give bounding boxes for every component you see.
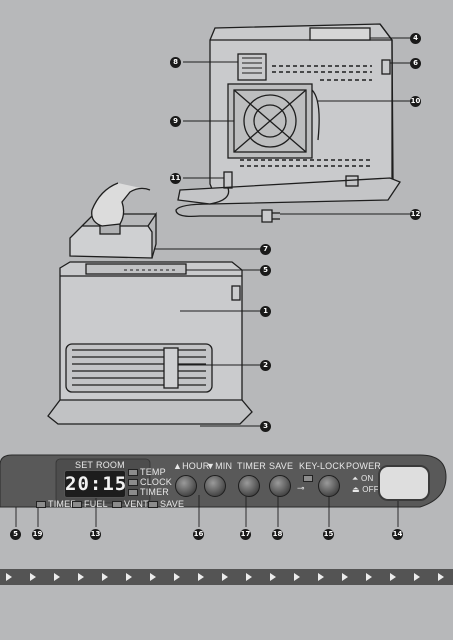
arrow-right-icon bbox=[198, 573, 204, 581]
arrow-right-icon bbox=[222, 573, 228, 581]
led-clock bbox=[128, 479, 138, 487]
mode-clock: CLOCK bbox=[128, 477, 172, 487]
lcd-display: 20:15 bbox=[64, 470, 126, 498]
arrow-right-icon bbox=[294, 573, 300, 581]
arrow-right-icon bbox=[342, 573, 348, 581]
arrow-right-icon bbox=[438, 573, 444, 581]
fuel-tank bbox=[69, 182, 157, 259]
arrow-right-icon bbox=[270, 573, 276, 581]
arrow-strip bbox=[0, 569, 453, 585]
led-temp bbox=[128, 469, 138, 477]
callout-5-top: 5 bbox=[260, 265, 271, 276]
indicator-fuel: FUEL bbox=[72, 499, 108, 509]
keylock-label: KEY-LOCK bbox=[299, 461, 346, 471]
power-label: POWER bbox=[346, 461, 382, 471]
arrow-right-icon bbox=[414, 573, 420, 581]
leader-lines bbox=[154, 37, 410, 427]
callout-7: 7 bbox=[260, 244, 271, 255]
power-on-icon: ⏶ bbox=[352, 474, 362, 483]
lcd-value: 20:15 bbox=[65, 473, 128, 495]
arrow-right-icon bbox=[126, 573, 132, 581]
arrow-right-icon bbox=[390, 573, 396, 581]
keylock-button[interactable] bbox=[318, 475, 340, 497]
callout-15: 15 bbox=[323, 529, 334, 540]
min-label: ▼MIN bbox=[206, 461, 233, 471]
led-timer bbox=[36, 501, 46, 509]
callout-9: 9 bbox=[170, 116, 181, 127]
callout-14: 14 bbox=[392, 529, 403, 540]
arrow-right-icon bbox=[366, 573, 372, 581]
callout-13: 13 bbox=[90, 529, 101, 540]
timer-button-label: TIMER bbox=[237, 461, 266, 471]
rear-view bbox=[175, 23, 401, 223]
arrow-right-icon bbox=[6, 573, 12, 581]
arrow-right-icon bbox=[246, 573, 252, 581]
callout-4: 4 bbox=[410, 33, 421, 44]
led-vent bbox=[112, 501, 122, 509]
save-button-label: SAVE bbox=[269, 461, 294, 471]
indicator-timer: TIMER bbox=[36, 499, 77, 509]
room-label: ROOM bbox=[96, 460, 125, 470]
power-off-icon: ⏏ bbox=[352, 485, 363, 494]
arrow-right-icon bbox=[54, 573, 60, 581]
led-timer-mode bbox=[128, 489, 138, 497]
callout-17: 17 bbox=[240, 529, 251, 540]
power-button[interactable] bbox=[378, 465, 430, 501]
indicator-vent: VENT bbox=[112, 499, 149, 509]
callout-1: 1 bbox=[260, 306, 271, 317]
power-off: ⏏ OFF bbox=[352, 485, 379, 494]
callout-8: 8 bbox=[170, 57, 181, 68]
callout-2: 2 bbox=[260, 360, 271, 371]
set-label: SET bbox=[75, 460, 94, 470]
hour-button[interactable] bbox=[175, 475, 197, 497]
callout-16: 16 bbox=[193, 529, 204, 540]
callout-5: 5 bbox=[10, 529, 21, 540]
led-keylock bbox=[303, 475, 313, 482]
arrow-right-icon bbox=[102, 573, 108, 581]
callout-19: 19 bbox=[32, 529, 43, 540]
led-fuel bbox=[72, 501, 82, 509]
callout-10: 10 bbox=[410, 96, 421, 107]
callout-11: 11 bbox=[170, 173, 181, 184]
led-save bbox=[148, 501, 158, 509]
key-icon: ⊸ bbox=[297, 483, 305, 493]
arrow-right-icon bbox=[150, 573, 156, 581]
power-on: ⏶ ON bbox=[352, 474, 374, 483]
mode-timer: TIMER bbox=[128, 487, 169, 497]
callout-18: 18 bbox=[272, 529, 283, 540]
arrow-right-icon bbox=[318, 573, 324, 581]
mode-temp: TEMP bbox=[128, 467, 166, 477]
hour-label: ▲HOUR bbox=[173, 461, 210, 471]
arrow-right-icon bbox=[30, 573, 36, 581]
arrow-right-icon bbox=[174, 573, 180, 581]
save-button[interactable] bbox=[269, 475, 291, 497]
indicator-save: SAVE bbox=[148, 499, 184, 509]
callout-6: 6 bbox=[410, 58, 421, 69]
arrow-right-icon bbox=[78, 573, 84, 581]
front-view bbox=[47, 261, 253, 425]
callout-3: 3 bbox=[260, 421, 271, 432]
timer-button[interactable] bbox=[238, 475, 260, 497]
callout-12: 12 bbox=[410, 209, 421, 220]
min-button[interactable] bbox=[204, 475, 226, 497]
